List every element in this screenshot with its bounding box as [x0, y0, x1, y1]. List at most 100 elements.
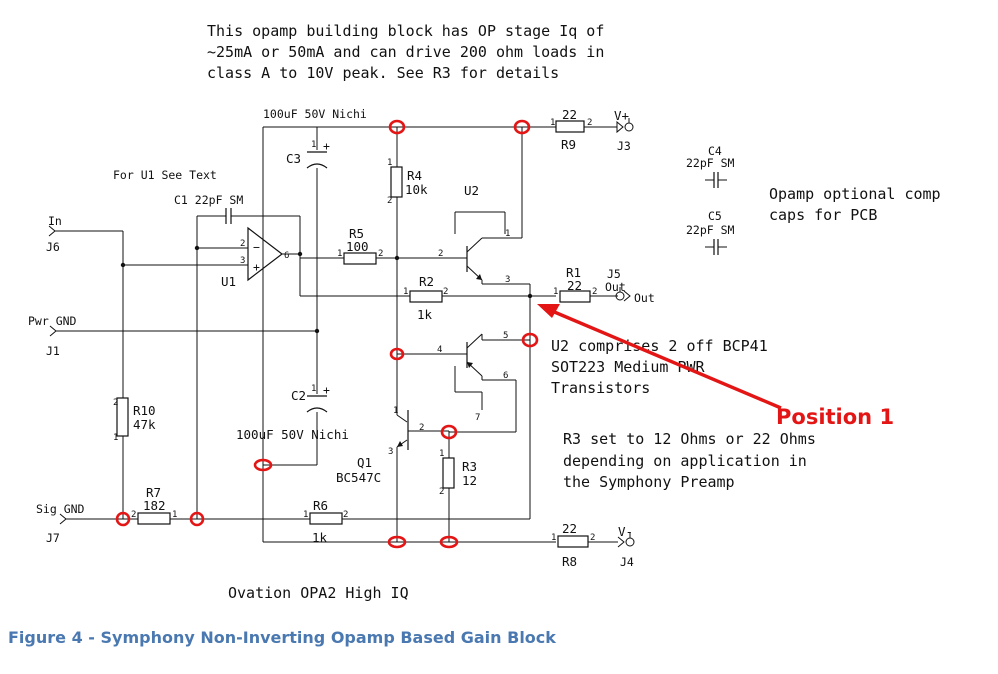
figure-caption: Figure 4 - Symphony Non-Inverting Opamp …: [8, 628, 556, 647]
svg-text:2: 2: [419, 423, 424, 433]
svg-text:3: 3: [388, 447, 393, 457]
svg-text:1: 1: [387, 158, 392, 168]
c3-value: 100uF 50V Nichi: [263, 107, 367, 121]
r3-note-line-1: R3 set to 12 Ohms or 22 Ohms: [563, 430, 816, 448]
comp-caps-line-1: Opamp optional comp: [769, 185, 941, 203]
svg-text:3: 3: [505, 275, 510, 285]
header-line-2: ~25mA or 50mA and can drive 200 ohm load…: [207, 43, 604, 61]
j5-ref: J5: [607, 267, 621, 281]
r3-note-line-3: the Symphony Preamp: [563, 473, 735, 491]
svg-text:2: 2: [378, 249, 383, 259]
svg-text:1: 1: [393, 406, 398, 416]
r9-value: 22: [562, 107, 577, 122]
r10-ref: R10: [133, 403, 156, 418]
r5-ref: R5: [349, 226, 364, 241]
c5-ref: C5: [708, 209, 722, 223]
svg-text:1: 1: [550, 118, 555, 128]
r6-ref: R6: [313, 498, 328, 513]
j6-ref: J6: [46, 240, 60, 254]
svg-text:+: +: [323, 139, 330, 153]
transistor-u2-lower: 4 5 6 7: [397, 331, 530, 433]
red-node-markers: [115, 119, 539, 549]
svg-text:2: 2: [131, 510, 136, 520]
negative-rail: 1 2 22 R8: [262, 465, 618, 569]
connector-j1: Pwr GND J1: [28, 314, 320, 358]
capacitor-c4: C4 22pF SM: [686, 144, 735, 188]
comp-caps-line-2: caps for PCB: [769, 206, 877, 224]
svg-text:2: 2: [240, 239, 245, 249]
r6-value: 1k: [312, 530, 328, 545]
svg-text:7: 7: [475, 413, 480, 423]
svg-text:1: 1: [505, 229, 510, 239]
r4-ref: R4: [407, 168, 422, 183]
u2-note-line-3: Transistors: [551, 379, 650, 397]
c4-value: 22pF SM: [686, 156, 735, 170]
comp-caps-note: Opamp optional comp caps for PCB: [769, 185, 941, 224]
svg-text:5: 5: [503, 331, 508, 341]
position-1-label: Position 1: [776, 405, 894, 429]
r1-value: 22: [567, 278, 582, 293]
transistor-u2-upper: 1 3 U2: [454, 183, 530, 285]
j6-name: In: [48, 214, 62, 228]
c4-ref: C4: [708, 144, 722, 158]
svg-text:1: 1: [113, 433, 118, 443]
c3-ref: C3: [286, 151, 301, 166]
positive-rail: [262, 126, 548, 466]
r5-value: 100: [346, 239, 369, 254]
j1-ref: J1: [46, 344, 60, 358]
svg-text:1: 1: [303, 510, 308, 520]
svg-text:3: 3: [240, 256, 245, 266]
connector-j5: J5 Out Out: [605, 267, 655, 305]
resistor-r10: 2 1 R10 47k: [113, 397, 156, 519]
capacitor-c3: + 1 C3 100uF 50V Nichi: [263, 107, 367, 169]
j5-side-label: Out: [634, 291, 655, 305]
svg-text:1: 1: [551, 533, 556, 543]
svg-text:2: 2: [590, 533, 595, 543]
r9-ref: R9: [561, 137, 576, 152]
r3-ref: R3: [462, 459, 477, 474]
svg-text:1: 1: [439, 449, 444, 459]
j7-name: Sig GND: [36, 502, 85, 516]
j3-name: V+: [614, 108, 629, 123]
svg-text:1: 1: [311, 140, 316, 150]
r3-value: 12: [462, 473, 477, 488]
svg-text:4: 4: [437, 345, 442, 355]
r7-ref: R7: [146, 485, 161, 500]
u1-note: For U1 See Text: [113, 168, 217, 182]
j4-name: V-: [618, 524, 633, 539]
connector-j4: V- J4: [617, 524, 635, 569]
r2-value: 1k: [417, 307, 433, 322]
q1-value: BC547C: [336, 470, 381, 485]
svg-text:2: 2: [113, 398, 118, 408]
svg-text:1: 1: [403, 287, 408, 297]
r8-value: 22: [562, 521, 577, 536]
header-line-3: class A to 10V peak. See R3 for details: [207, 64, 559, 82]
resistor-r9: 1 2 22 R9: [548, 107, 617, 152]
q1-ref: Q1: [357, 455, 372, 470]
r10-value: 47k: [133, 417, 156, 432]
r3-note-line-2: depending on application in: [563, 452, 807, 470]
c2-value: 100uF 50V Nichi: [236, 427, 349, 442]
output-network: 1 2 R2 1k 1 2 R1 22: [300, 265, 618, 519]
svg-text:−: −: [253, 240, 260, 254]
r2-ref: R2: [419, 274, 434, 289]
transistor-q1: 1 2 3 Q1 BC547C: [336, 354, 449, 542]
capacitor-c5: C5 22pF SM: [686, 209, 735, 255]
svg-text:2: 2: [592, 287, 597, 297]
svg-text:+: +: [323, 383, 330, 397]
svg-text:2: 2: [438, 249, 443, 259]
j1-name: Pwr GND: [28, 314, 77, 328]
u2-note-line-2: SOT223 Medium PWR: [551, 358, 705, 376]
c1-label: C1 22pF SM: [174, 193, 243, 207]
r8-ref: R8: [562, 554, 577, 569]
svg-text:2: 2: [387, 196, 392, 206]
svg-text:1: 1: [553, 287, 558, 297]
svg-text:2: 2: [439, 487, 444, 497]
svg-text:2: 2: [587, 118, 592, 128]
j3-ref: J3: [617, 139, 631, 153]
header-note: This opamp building block has OP stage I…: [207, 22, 604, 82]
r3-note: R3 set to 12 Ohms or 22 Ohms depending o…: [563, 430, 816, 491]
r4-value: 10k: [405, 182, 428, 197]
opamp-u1: − + 2 3 6 U1: [120, 216, 303, 519]
